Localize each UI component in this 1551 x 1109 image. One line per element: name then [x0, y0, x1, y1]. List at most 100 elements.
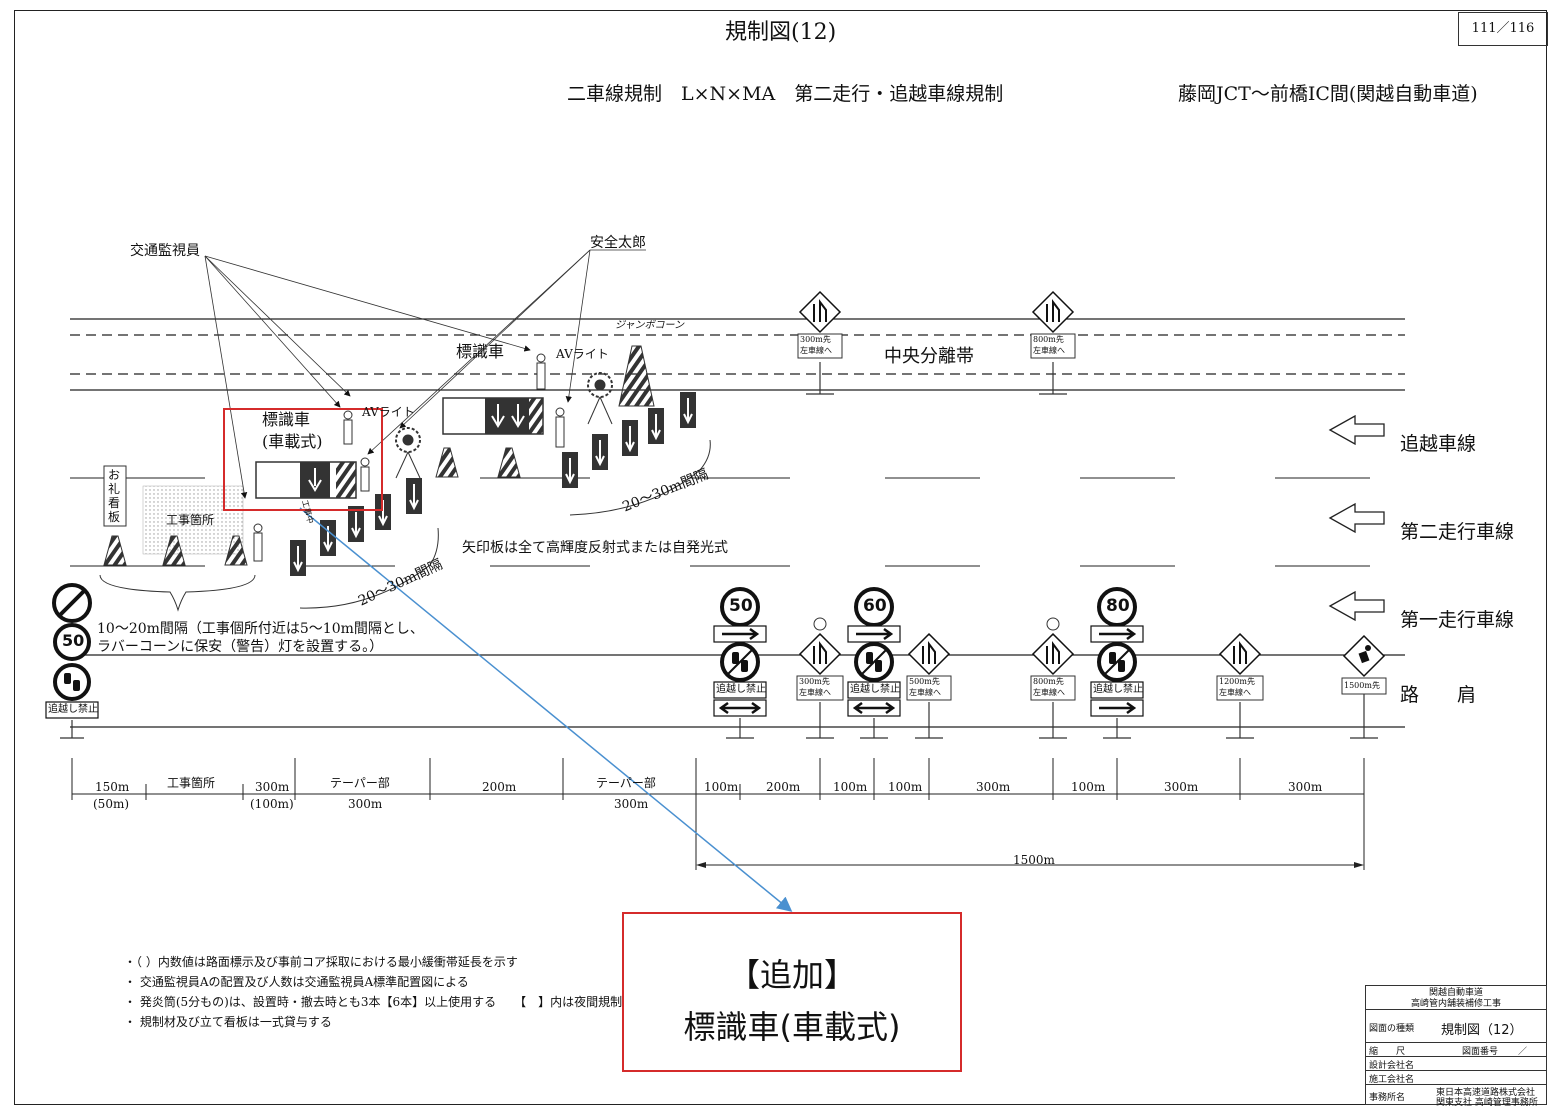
- speed-limit-value: 50: [729, 596, 753, 616]
- dim-label: 100m: [833, 780, 868, 794]
- regulation-type: 二車線規制 L×N×MA 第二走行・追越車線規制: [567, 83, 1004, 105]
- office-label: 事務所名: [1369, 1093, 1406, 1103]
- office-branch: 関東支社 高崎管理事務所: [1436, 1098, 1538, 1108]
- no-passing-text: 追越し禁止: [850, 684, 900, 695]
- speed-limit-value: 80: [1106, 596, 1130, 616]
- note-item: ・ 発炎筒(5分もの)は、設置時・撤去時とも3本【6本】以上使用する 【 】内は…: [124, 995, 623, 1009]
- dim-label: 300m: [255, 780, 290, 794]
- sign-text: 左車線へ: [799, 688, 831, 697]
- project-road: 関越自動車道: [1428, 988, 1483, 998]
- note-item: ・ 規制材及び立て看板は一式貸与する: [124, 1015, 332, 1029]
- dimension-lines: [71, 758, 1365, 870]
- jumbo-cone-label: ジャンボコーン: [615, 320, 684, 331]
- sign-text: 左車線へ: [800, 346, 832, 355]
- median-label: 中央分離帯: [884, 346, 974, 367]
- arrow-board-note: 矢印板は全て高輝度反射式または自発光式: [462, 540, 728, 556]
- lane-label-second: 第二走行車線: [1400, 521, 1515, 543]
- anzen-taro-label: 安全太郎: [590, 235, 646, 251]
- dim-sub: 300m: [614, 797, 649, 811]
- dim-label: 100m: [704, 780, 739, 794]
- no-entry-sign: [52, 583, 92, 623]
- notes: ・（ ）内数値は路面標示及び事前コア採取における最小緩衝帯延長を示す ・ 交通監…: [124, 952, 622, 1032]
- no-passing-text: 追越し禁止: [1093, 684, 1143, 695]
- speed-limit-value: 50: [62, 631, 85, 650]
- dim-sub: (50m): [93, 797, 130, 811]
- dim-label: 200m: [766, 780, 801, 794]
- work-site-area: [142, 485, 244, 555]
- lane-direction-arrows: [1328, 414, 1385, 622]
- dim-sub: 300m: [348, 797, 383, 811]
- note-item: ・ 交通監視員Aの配置及び人数は交通監視員A標準配置図による: [124, 975, 469, 989]
- highlight-label: 標識車: [262, 410, 311, 429]
- dim-label: 工事箇所: [167, 776, 216, 790]
- section-name: 藤岡JCT〜前橋IC間(関越自動車道): [1178, 83, 1478, 105]
- sign-text: 左車線へ: [1219, 688, 1251, 697]
- sign-text: 300m先: [800, 335, 831, 344]
- drawing-number-value: ／: [1518, 1047, 1528, 1057]
- lamp-icon: [813, 617, 827, 631]
- lane-label-first: 第一走行車線: [1400, 609, 1515, 631]
- dim-label: 100m: [1071, 780, 1106, 794]
- office-name: 東日本高速道路株式会社: [1436, 1088, 1536, 1098]
- sign-vehicle-label: 標識車: [456, 342, 505, 361]
- dim-label: 100m: [888, 780, 923, 794]
- kind-value: 規制図（12）: [1441, 1023, 1523, 1038]
- interval-braces: [99, 439, 711, 612]
- leader-lines: [204, 249, 591, 499]
- design-company-label: 設計会社名: [1369, 1061, 1415, 1071]
- sign-text: 800m先: [1033, 677, 1064, 686]
- dimension-ticks: [696, 862, 1364, 868]
- dim-sub: (100m): [250, 797, 294, 811]
- no-passing-text: 追越し禁止: [716, 684, 766, 695]
- page-number: 111／116: [1458, 12, 1548, 46]
- orei-sign-label: お礼看板: [108, 468, 121, 524]
- sign-posts: [60, 362, 1378, 739]
- sign-text: 1500m先: [1344, 681, 1380, 690]
- sign-text: 左車線へ: [1033, 346, 1065, 355]
- cones: [103, 345, 655, 566]
- sign-text: 500m先: [909, 677, 940, 686]
- diamond-glyphs: [813, 299, 1247, 664]
- drawing-number-label: 図面番号: [1462, 1047, 1499, 1057]
- project-name: 高崎管内舗装補修工事: [1410, 999, 1501, 1009]
- speed-limit-signs: [53, 587, 1137, 661]
- callout-arrow: [299, 507, 793, 912]
- sign-vehicle-mounted: [255, 461, 357, 499]
- work-site-label: 工事箇所: [166, 513, 215, 527]
- arrow-board-arrows: [293, 398, 693, 573]
- lamp-icon: [1046, 617, 1060, 631]
- drawing-frame: [14, 10, 1547, 1105]
- page-title: 規制図(12): [725, 20, 837, 45]
- traffic-monitors: [253, 353, 565, 562]
- kind-label: 図面の種類: [1369, 1024, 1415, 1034]
- no-passing-signs: [53, 642, 1137, 701]
- sign-text: 左車線へ: [909, 688, 941, 697]
- av-light-icon: [395, 372, 613, 479]
- dim-label: 300m: [1164, 780, 1199, 794]
- dim-total: 1500m: [1013, 853, 1055, 867]
- orei-sign-board: [103, 465, 127, 527]
- sign-text: 左車線へ: [1033, 688, 1065, 697]
- title-block: 関越自動車道 高崎管内舗装補修工事 図面の種類 規制図（12） 縮 尺 図面番号…: [1365, 985, 1547, 1108]
- speed-limit-value: 60: [863, 596, 887, 616]
- callout-text: 標識車(車載式): [683, 1008, 901, 1046]
- dim-label: テーパー部: [330, 776, 390, 790]
- lane-dashes: [70, 477, 1370, 567]
- dim-label: 300m: [976, 780, 1011, 794]
- addition-callout: 【追加】 標識車(車載式): [622, 912, 962, 1072]
- sign-text: 1200m先: [1219, 677, 1255, 686]
- dim-label: 150m: [95, 780, 130, 794]
- cone-note: ラバーコーンに保安（警告）灯を設置する。）: [97, 639, 384, 655]
- lane-label-shoulder: 路 肩: [1400, 684, 1477, 706]
- contractor-label: 施工会社名: [1369, 1075, 1415, 1085]
- lane-label-passing: 追越車線: [1400, 433, 1477, 455]
- dim-label: 300m: [1288, 780, 1323, 794]
- note-item: ・（ ）内数値は路面標示及び事前コア採取における最小緩衝帯延長を示す: [124, 955, 518, 969]
- dim-label: 200m: [482, 780, 517, 794]
- sign-plates: [796, 333, 1387, 701]
- dim-label: テーパー部: [596, 776, 656, 790]
- sign-text: 300m先: [799, 677, 830, 686]
- av-light-label: AVライト: [362, 405, 415, 419]
- plate-arrows: [718, 627, 1137, 715]
